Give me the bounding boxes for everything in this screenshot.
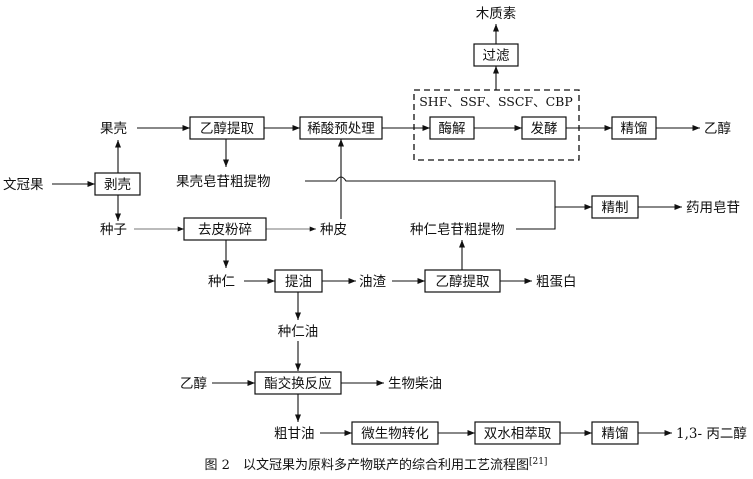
svg-text:去皮粉碎: 去皮粉碎 (198, 222, 252, 238)
label-muzhisu: 木质素 (476, 6, 517, 22)
label-zhongren: 种仁 (208, 274, 235, 290)
node-zhijiaohuan: 酯交换反应 (254, 371, 342, 395)
svg-text:稀酸预处理: 稀酸预处理 (307, 121, 375, 137)
svg-text:发酵: 发酵 (531, 121, 558, 137)
node-meijie: 酶解 (429, 116, 475, 140)
svg-text:剥壳: 剥壳 (104, 177, 131, 193)
label-yichun-input: 乙醇 (180, 375, 207, 392)
label-youzha: 油渣 (359, 274, 386, 290)
node-weishengwu-zhuanhua: 微生物转化 (351, 421, 439, 445)
label-shengwu-chaiyou: 生物柴油 (388, 376, 442, 392)
svg-text:双水相萃取: 双水相萃取 (484, 426, 552, 442)
svg-text:微生物转化: 微生物转化 (361, 426, 429, 442)
figure-caption: 图 2 以文冠果为原料多产物联产的综合利用工艺流程图[21] (205, 457, 548, 473)
label-bingerchun: 1,3- 丙二醇 (676, 425, 747, 442)
label-cuganyou: 粗甘油 (274, 426, 315, 442)
node-boke: 剥壳 (94, 172, 141, 196)
svg-text:乙醇提取: 乙醇提取 (200, 120, 254, 137)
svg-text:精制: 精制 (602, 200, 629, 216)
node-jingliu-1: 精馏 (611, 116, 657, 140)
label-wenguanguo: 文冠果 (3, 177, 44, 193)
svg-text:精馏: 精馏 (602, 426, 629, 442)
label-enzyme-methods: SHF、SSF、SSCF、CBP (419, 94, 573, 109)
node-tiyou: 提油 (274, 269, 323, 293)
label-guoke: 果壳 (100, 121, 127, 137)
caption-text: 图 2 以文冠果为原料多产物联产的综合利用工艺流程图 (205, 457, 529, 473)
node-yichun-tiqu-2: 乙醇提取 (424, 269, 501, 293)
caption-ref: [21] (529, 457, 547, 467)
node-yichun-tiqu-1: 乙醇提取 (189, 116, 265, 140)
label-yichun-product: 乙醇 (704, 120, 731, 137)
label-zhongren-zaogan: 种仁皂苷粗提物 (410, 222, 505, 238)
flow-connections (52, 24, 700, 437)
svg-text:精馏: 精馏 (621, 121, 648, 137)
node-fajiao: 发酵 (521, 116, 567, 140)
label-guoke-zaogan: 果壳皂苷粗提物 (176, 174, 271, 190)
label-cudanbai: 粗蛋白 (536, 274, 577, 290)
svg-text:过滤: 过滤 (483, 48, 510, 64)
label-zhongpi: 种皮 (320, 222, 347, 238)
label-yaoyong-zaogan: 药用皂苷 (686, 200, 740, 216)
node-guolv: 过滤 (473, 43, 519, 67)
svg-text:酯交换反应: 酯交换反应 (264, 375, 332, 392)
svg-text:提油: 提油 (285, 274, 312, 290)
node-jingzhi: 精制 (591, 195, 639, 219)
node-jingliu-2: 精馏 (591, 421, 639, 445)
label-zhongrenyou: 种仁油 (278, 324, 319, 340)
label-zhongzi: 种子 (100, 222, 127, 238)
svg-text:乙醇提取: 乙醇提取 (436, 273, 490, 290)
node-qupi-fensui: 去皮粉碎 (183, 217, 267, 241)
node-shuangshui-cuiqu: 双水相萃取 (474, 421, 561, 445)
svg-text:酶解: 酶解 (439, 121, 466, 137)
node-xisuan-yuchuli: 稀酸预处理 (299, 116, 383, 140)
